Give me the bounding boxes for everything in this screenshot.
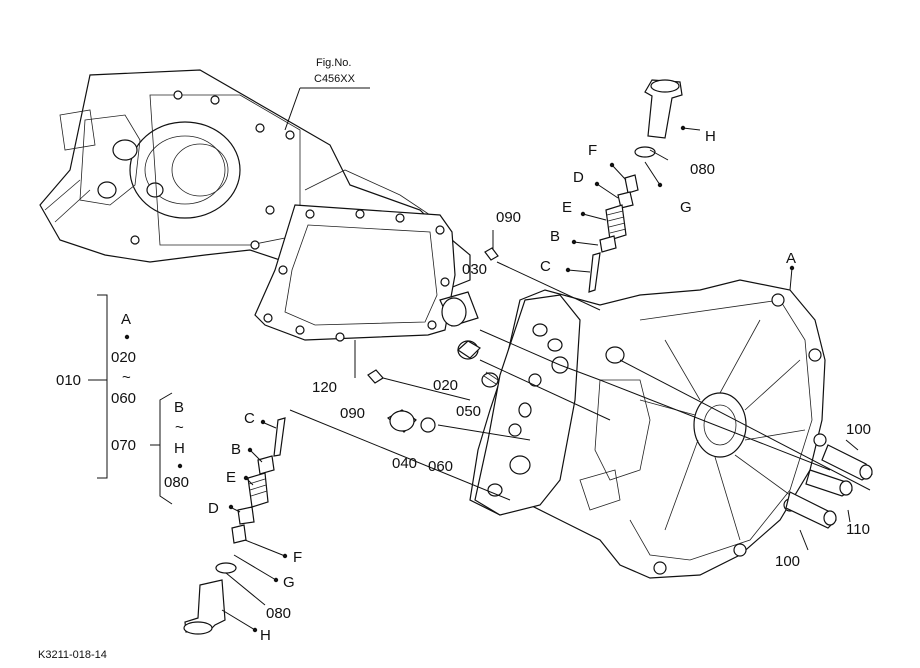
callout-110: 110 — [846, 521, 870, 538]
bracket-B: B — [174, 399, 184, 416]
bushing-020 — [457, 340, 481, 360]
leader-lines — [88, 87, 871, 631]
bolt-100-b — [785, 491, 837, 529]
plug-040 — [386, 409, 417, 433]
callout-C-top: C — [540, 258, 551, 275]
callout-H-bot: H — [260, 627, 271, 644]
callout-030: 030 — [462, 261, 487, 278]
bracket-010: 010 — [56, 372, 81, 389]
callout-060: 060 — [428, 458, 453, 475]
callout-B-top: B — [550, 228, 560, 245]
fig-no-value: C456XX — [314, 73, 356, 85]
oring-060 — [420, 417, 436, 433]
bracket-H: H — [174, 440, 185, 457]
bracket-060: 060 — [111, 390, 136, 407]
callout-090-mid: 090 — [340, 405, 365, 422]
callout-A: A — [786, 250, 796, 267]
bracket-070: 070 — [111, 437, 136, 454]
callout-E-bot: E — [226, 469, 236, 486]
pin-090-mid — [367, 369, 384, 384]
callout-B-bot: B — [231, 441, 241, 458]
fig-no-label: Fig.No. — [316, 57, 351, 69]
plug-050 — [481, 371, 499, 388]
callout-080-top: 080 — [690, 161, 715, 178]
bracket-A: A — [121, 311, 131, 328]
callout-F-bot: F — [293, 549, 302, 566]
valve-assembly-bottom — [183, 417, 286, 635]
callout-090-top: 090 — [496, 209, 521, 226]
callout-080-bot: 080 — [266, 605, 291, 622]
callout-dots — [124, 125, 795, 633]
bushing-030 — [439, 291, 479, 327]
bracket-080: 080 — [164, 474, 189, 491]
bracket-tilde-2: ~ — [175, 419, 184, 436]
callout-D-top: D — [573, 169, 584, 186]
bracket-020: 020 — [111, 349, 136, 366]
callout-C-bot: C — [244, 410, 255, 427]
callout-120: 120 — [312, 379, 337, 396]
callout-D-bot: D — [208, 500, 219, 517]
flywheel-housing — [469, 279, 827, 579]
callout-040: 040 — [392, 455, 417, 472]
callout-100-a: 100 — [846, 421, 871, 438]
callout-E-top: E — [562, 199, 572, 216]
footer-code: K3211-018-14 — [38, 649, 107, 661]
bolt-100-a — [821, 444, 873, 481]
valve-assembly-top — [588, 79, 683, 293]
callout-G-bot: G — [283, 574, 295, 591]
callout-F-top: F — [588, 142, 597, 159]
bolt-110 — [805, 469, 853, 497]
callout-100-b: 100 — [775, 553, 800, 570]
callout-H-top: H — [705, 128, 716, 145]
pin-090-top — [484, 247, 499, 261]
bracket-tilde-1: ~ — [122, 369, 131, 386]
gasket-plate — [254, 204, 456, 342]
callout-G-top: G — [680, 199, 692, 216]
callout-050: 050 — [456, 403, 481, 420]
callout-020: 020 — [433, 377, 458, 394]
